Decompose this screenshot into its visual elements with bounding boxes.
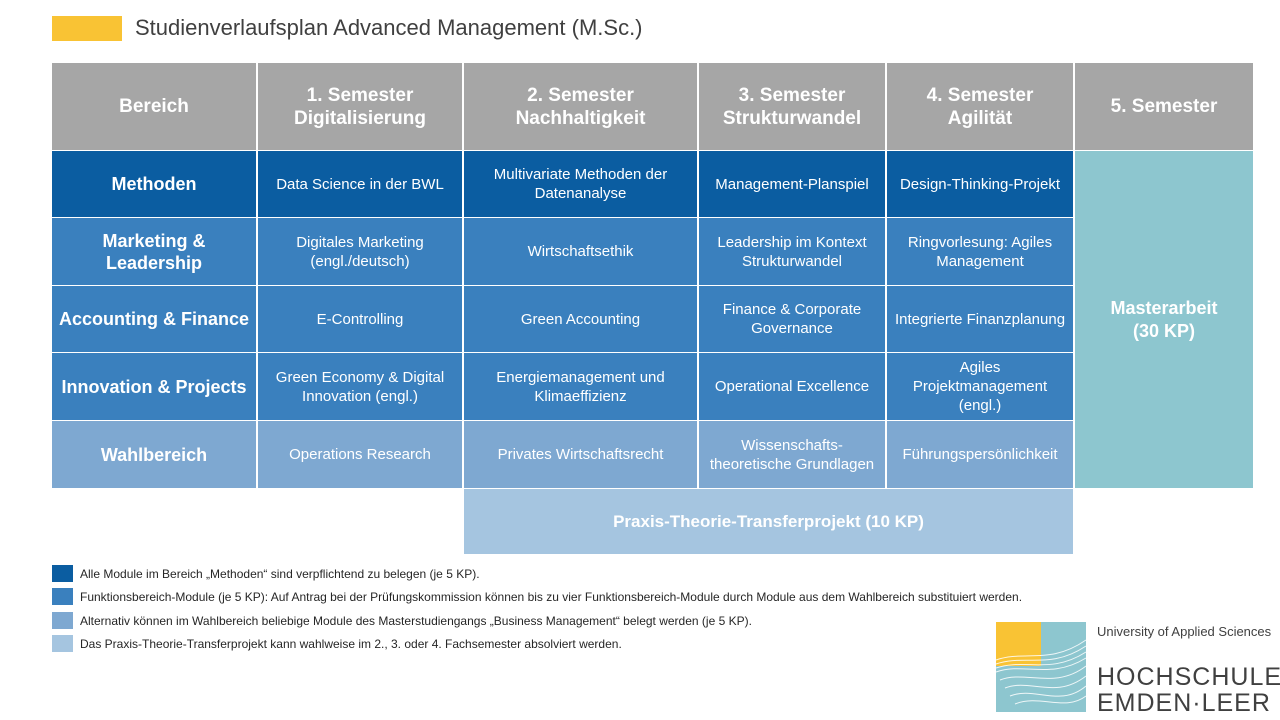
header-semester-2: 2. Semester Nachhaltigkeit [464,63,697,150]
module-cell: Digitales Marketing (engl./deutsch) [258,218,462,285]
hochschule-emden-leer-logo-icon [995,622,1087,712]
legend-swatch [52,635,73,652]
module-cell: Leadership im Kontext Strukturwandel [699,218,885,285]
logo-university-text: University of Applied Sciences [1097,624,1272,639]
legend-text: Alle Module im Bereich „Methoden“ sind v… [80,566,480,581]
praxis-transferprojekt-cell: Praxis-Theorie-Transferprojekt (10 KP) [464,489,1073,554]
row-label-accounting-finance: Accounting & Finance [52,286,256,352]
legend-swatch [52,565,73,582]
logo-hochschule-text: HOCHSCHULE [1097,663,1280,691]
module-cell: Wirtschaftsethik [464,218,697,285]
masterarbeit-cell: Masterarbeit (30 KP) [1075,151,1253,488]
legend-swatch [52,612,73,629]
legend-text: Funktionsbereich-Module (je 5 KP): Auf A… [80,589,1023,604]
title-accent-bar [52,16,122,41]
header-semester-1: 1. Semester Digitalisierung [258,63,462,150]
legend-item-praxis: Das Praxis-Theorie-Transferprojekt kann … [52,635,622,652]
module-cell: E-Controlling [258,286,462,352]
header-semester-4: 4. Semester Agilität [887,63,1073,150]
module-cell: Operations Research [258,421,462,488]
module-cell: Agiles Projektmanagement (engl.) [887,353,1073,420]
module-cell: Finance & Corporate Governance [699,286,885,352]
module-cell: Führungspersönlichkeit [887,421,1073,488]
module-cell: Energiemanagement und Klimaeffizienz [464,353,697,420]
module-cell: Green Accounting [464,286,697,352]
legend-item-funktionsbereich: Funktionsbereich-Module (je 5 KP): Auf A… [52,588,1022,605]
legend-item-methoden: Alle Module im Bereich „Methoden“ sind v… [52,565,480,582]
module-cell: Operational Excellence [699,353,885,420]
module-cell: Wissenschafts-theoretische Grundlagen [699,421,885,488]
row-label-methoden: Methoden [52,151,256,217]
row-label-marketing-leadership: Marketing & Leadership [52,218,256,285]
row-label-wahlbereich: Wahlbereich [52,421,256,488]
module-cell: Multivariate Methoden der Datenanalyse [464,151,697,217]
legend-swatch [52,588,73,605]
module-cell: Management-Planspiel [699,151,885,217]
module-cell: Integrierte Finanzplanung [887,286,1073,352]
legend-item-wahlbereich: Alternativ können im Wahlbereich beliebi… [52,612,752,629]
header-semester-3: 3. Semester Strukturwandel [699,63,885,150]
legend-text: Alternativ können im Wahlbereich beliebi… [80,613,752,628]
header-semester-5: 5. Semester [1075,63,1253,150]
row-label-innovation-projects: Innovation & Projects [52,353,256,420]
page-title: Studienverlaufsplan Advanced Management … [135,15,643,40]
module-cell: Ringvorlesung: Agiles Management [887,218,1073,285]
legend-text: Das Praxis-Theorie-Transferprojekt kann … [80,636,622,651]
logo-emden-leer-text: EMDEN·LEER [1097,689,1271,717]
module-cell: Green Economy & Digital Innovation (engl… [258,353,462,420]
header-bereich: Bereich [52,63,256,150]
module-cell: Privates Wirtschaftsrecht [464,421,697,488]
module-cell: Data Science in der BWL [258,151,462,217]
module-cell: Design-Thinking-Projekt [887,151,1073,217]
